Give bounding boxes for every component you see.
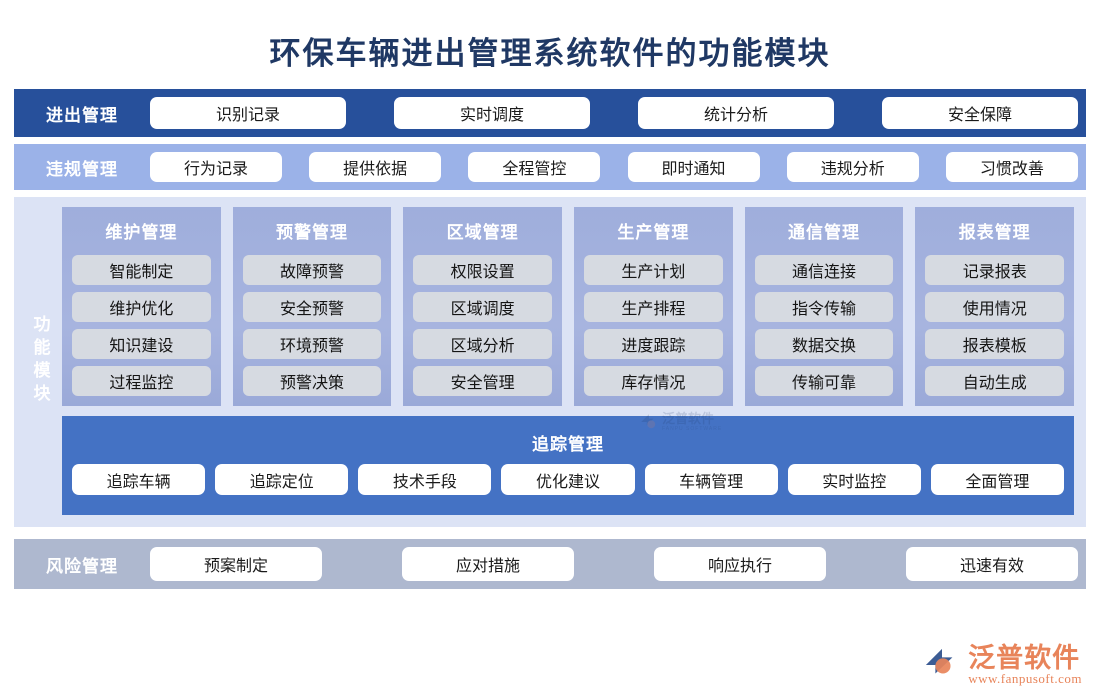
module-column-early-warning[interactable]: 预警管理 故障预警 安全预警 环境预警 预警决策 xyxy=(232,207,392,406)
module-column-item[interactable]: 知识建设 xyxy=(72,329,211,359)
row-violation-item[interactable]: 提供依据 xyxy=(309,152,442,182)
row-violation-items: 行为记录 提供依据 全程管控 即时通知 违规分析 习惯改善 xyxy=(142,152,1078,182)
row-inout-item[interactable]: 统计分析 xyxy=(638,97,834,129)
module-column-title: 区域管理 xyxy=(446,223,519,242)
fanpu-footer-logo: 泛普软件 www.fanpusoft.com xyxy=(923,644,1082,686)
row-violation-label: 违规管理 xyxy=(46,159,118,179)
module-column-item[interactable]: 指令传输 xyxy=(754,292,894,322)
module-column-item[interactable]: 安全管理 xyxy=(413,366,553,396)
tracking-item[interactable]: 追踪定位 xyxy=(215,464,349,495)
module-column-title: 通信管理 xyxy=(788,223,861,242)
row-risk-item[interactable]: 应对措施 xyxy=(402,547,574,581)
tracking-management-title: 追踪管理 xyxy=(532,435,604,454)
fanpu-logo-name: 泛普软件 xyxy=(968,643,1081,674)
row-inout-label: 进出管理 xyxy=(46,105,118,125)
module-column-item[interactable]: 区域调度 xyxy=(413,292,553,322)
module-column-title: 维护管理 xyxy=(105,223,178,242)
page-title: 环保车辆进出管理系统软件的功能模块 xyxy=(269,36,831,71)
tracking-item[interactable]: 追踪车辆 xyxy=(72,464,206,495)
module-column-maintenance[interactable]: 维护管理 智能制定 维护优化 知识建设 过程监控 xyxy=(62,207,221,406)
row-violation-item[interactable]: 即时通知 xyxy=(627,152,760,182)
row-violation-item[interactable]: 违规分析 xyxy=(786,152,919,182)
row-inout-item[interactable]: 安全保障 xyxy=(882,97,1078,129)
module-column-item[interactable]: 预警决策 xyxy=(242,366,382,396)
module-column-item[interactable]: 权限设置 xyxy=(413,255,553,285)
row-violation-item[interactable]: 行为记录 xyxy=(150,152,282,182)
module-column-item[interactable]: 安全预警 xyxy=(242,292,382,322)
tracking-item[interactable]: 技术手段 xyxy=(358,464,492,495)
module-column-item[interactable]: 自动生成 xyxy=(925,366,1065,396)
fanpu-logo-url: www.fanpusoft.com xyxy=(968,671,1082,687)
module-column-item[interactable]: 进度跟踪 xyxy=(584,329,723,359)
tracking-item[interactable]: 实时监控 xyxy=(787,464,921,495)
module-column-item[interactable]: 区域分析 xyxy=(413,329,553,359)
module-column-item[interactable]: 传输可靠 xyxy=(754,366,894,396)
module-column-area[interactable]: 区域管理 权限设置 区域调度 区域分析 安全管理 xyxy=(403,207,563,406)
module-column-communication[interactable]: 通信管理 通信连接 指令传输 数据交换 传输可靠 xyxy=(744,207,904,406)
row-violation-management: 违规管理 行为记录 提供依据 全程管控 即时通知 违规分析 习惯改善 xyxy=(14,144,1086,190)
tracking-item[interactable]: 优化建议 xyxy=(501,464,635,495)
tracking-management-band: 追踪管理 追踪车辆 追踪定位 技术手段 优化建议 车辆管理 实时监控 全面管理 xyxy=(62,416,1074,515)
row-risk-items: 预案制定 应对措施 响应执行 迅速有效 xyxy=(142,547,1078,581)
row-inout-management: 进出管理 识别记录 实时调度 统计分析 安全保障 xyxy=(14,89,1086,137)
row-inout-items: 识别记录 实时调度 统计分析 安全保障 xyxy=(142,97,1078,129)
module-column-item[interactable]: 过程监控 xyxy=(72,366,211,396)
module-column-item[interactable]: 数据交换 xyxy=(754,329,894,359)
module-column-item[interactable]: 报表模板 xyxy=(925,329,1065,359)
module-column-report[interactable]: 报表管理 记录报表 使用情况 报表模板 自动生成 xyxy=(915,207,1075,406)
tracking-item[interactable]: 全面管理 xyxy=(930,464,1064,495)
row-risk-item[interactable]: 迅速有效 xyxy=(906,547,1078,581)
row-inout-item[interactable]: 识别记录 xyxy=(150,97,346,129)
row-violation-item[interactable]: 习惯改善 xyxy=(945,152,1078,182)
module-column-title: 报表管理 xyxy=(958,223,1031,242)
tracking-item[interactable]: 车辆管理 xyxy=(644,464,778,495)
module-column-item[interactable]: 通信连接 xyxy=(754,255,894,285)
functional-modules-body: 维护管理 智能制定 维护优化 知识建设 过程监控 预警管理 故障预警 安全预警 … xyxy=(62,207,1075,515)
row-violation-item[interactable]: 全程管控 xyxy=(468,152,601,182)
module-column-item[interactable]: 智能制定 xyxy=(72,255,211,285)
module-columns: 维护管理 智能制定 维护优化 知识建设 过程监控 预警管理 故障预警 安全预警 … xyxy=(62,207,1075,406)
functional-modules-vertical-label-text: 功能模块 xyxy=(30,315,50,407)
row-risk-management: 风险管理 预案制定 应对措施 响应执行 迅速有效 xyxy=(14,539,1086,589)
module-column-production[interactable]: 生产管理 生产计划 生产排程 进度跟踪 库存情况 xyxy=(574,207,733,406)
functional-modules-section: 功能模块 维护管理 智能制定 维护优化 知识建设 过程监控 预警管理 故障预警 … xyxy=(14,197,1086,527)
module-column-title: 预警管理 xyxy=(276,223,348,242)
module-column-item[interactable]: 库存情况 xyxy=(584,366,723,396)
module-column-item[interactable]: 故障预警 xyxy=(242,255,382,285)
row-risk-item[interactable]: 响应执行 xyxy=(654,547,826,581)
row-risk-item[interactable]: 预案制定 xyxy=(150,547,322,581)
fanpu-footer-logo-texts: 泛普软件 www.fanpusoft.com xyxy=(968,644,1082,686)
module-column-item[interactable]: 维护优化 xyxy=(72,292,211,322)
module-column-title: 生产管理 xyxy=(617,223,690,242)
row-inout-item[interactable]: 实时调度 xyxy=(394,97,590,129)
module-column-item[interactable]: 生产排程 xyxy=(584,292,723,322)
functional-modules-vertical-label: 功能模块 xyxy=(18,207,62,515)
row-risk-label: 风险管理 xyxy=(46,556,118,576)
fanpu-logo-icon xyxy=(926,648,953,674)
module-column-item[interactable]: 记录报表 xyxy=(925,255,1065,285)
module-column-item[interactable]: 环境预警 xyxy=(242,329,382,359)
tracking-management-items: 追踪车辆 追踪定位 技术手段 优化建议 车辆管理 实时监控 全面管理 xyxy=(72,464,1064,495)
module-column-item[interactable]: 生产计划 xyxy=(584,255,723,285)
module-column-item[interactable]: 使用情况 xyxy=(925,292,1065,322)
